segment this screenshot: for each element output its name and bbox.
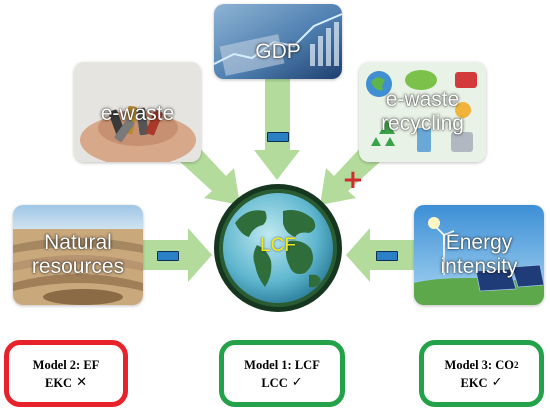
natural-resources-label: Natural resources	[13, 231, 143, 279]
model-3-title-text: Model 3: CO	[444, 357, 514, 372]
model-2-hypothesis: EKC	[45, 375, 73, 390]
energy-photo	[414, 205, 544, 305]
gdp-negative-sign	[267, 132, 289, 142]
model-1-hypothesis: LCC	[261, 375, 288, 390]
model-1-box: Model 1: LCF LCC ✓	[219, 340, 345, 407]
model-1-result: LCC ✓	[261, 374, 302, 392]
center-label: LCF	[260, 235, 296, 256]
cross-icon: ✕	[76, 374, 87, 390]
model-2-title: Model 2: EF	[32, 357, 100, 372]
energy-intensity-negative-sign	[376, 251, 398, 261]
recycling-label-text: e-waste recycling	[381, 88, 464, 135]
natural-resources-negative-sign	[157, 251, 179, 261]
gdp-image-tile: GDP	[214, 4, 342, 79]
recycling-positive-sign: +	[342, 165, 364, 195]
energy-intensity-label-text: Energy intensity	[440, 231, 518, 278]
model-3-hypothesis: EKC	[460, 375, 488, 390]
model-3-result: EKC ✓	[461, 374, 503, 392]
ewaste-photo	[74, 62, 201, 162]
recycling-image-tile: e-waste recycling	[359, 62, 486, 162]
natural-resources-label-text: Natural resources	[31, 231, 125, 278]
ewaste-image-tile: e-waste	[74, 62, 201, 162]
energy-intensity-image-tile: Energy intensity	[414, 205, 544, 305]
check-icon: ✓	[291, 374, 303, 390]
model-2-result: EKC ✕	[45, 374, 87, 392]
natural-resources-image-tile: Natural resources	[13, 205, 143, 305]
energy-intensity-label: Energy intensity	[414, 231, 544, 279]
check-icon: ✓	[491, 374, 503, 390]
arrow-gdp	[254, 79, 300, 180]
lcf-globe: LCF	[213, 183, 343, 313]
globe-icon	[214, 184, 342, 312]
gdp-label: GDP	[255, 40, 301, 63]
recycling-label: e-waste recycling	[359, 88, 486, 136]
mining-photo	[13, 205, 143, 305]
ewaste-label: e-waste	[100, 102, 175, 125]
model-1-title: Model 1: LCF	[244, 357, 320, 372]
recycling-photo	[359, 62, 486, 162]
model-2-box: Model 2: EF EKC ✕	[4, 340, 128, 407]
gdp-photo	[214, 4, 342, 79]
